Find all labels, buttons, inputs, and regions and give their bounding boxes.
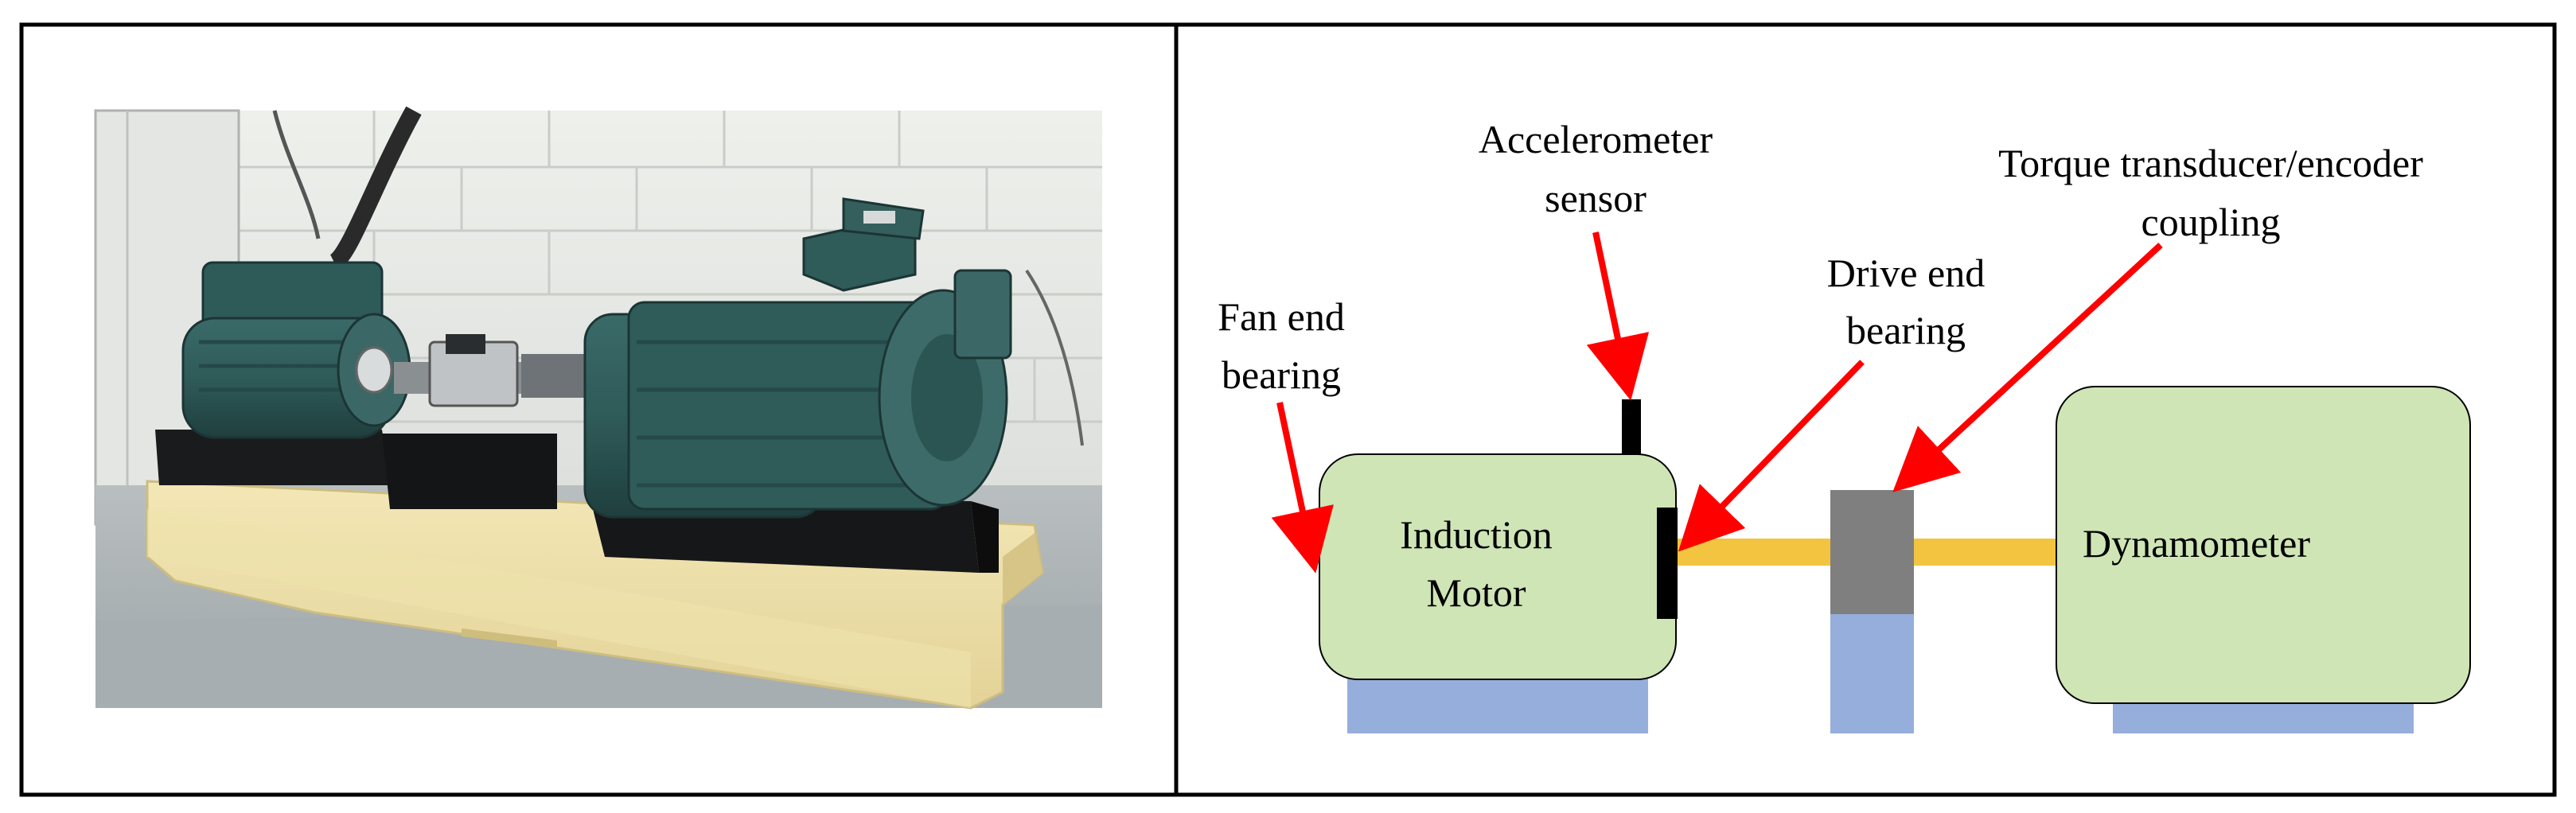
- drive-end-label-line2: bearing: [1846, 308, 1966, 352]
- dyno-shaft: [1914, 539, 2061, 566]
- accelerometer-arrow: [1586, 231, 1650, 401]
- induction-motor-label-line1: Induction: [1400, 512, 1553, 557]
- induction-motor-label-line2: Motor: [1427, 570, 1526, 615]
- drive-end-bearing-plate: [1657, 508, 1678, 619]
- dynamometer-label: Dynamometer: [2083, 521, 2310, 566]
- induction-motor-block: [1319, 453, 1677, 680]
- torque-arrow: [1892, 243, 2163, 492]
- drive-end-arrow: [1678, 360, 1865, 552]
- fan-end-arrow: [1271, 402, 1334, 574]
- fan-end-label-line2: bearing: [1222, 352, 1341, 397]
- fan-end-label-line1: Fan end: [1218, 294, 1345, 339]
- torque-label-line2: coupling: [2141, 200, 2281, 244]
- coupling-base: [1830, 613, 1914, 733]
- test-rig-photo: [94, 106, 1102, 710]
- outer-frame: [19, 22, 2557, 797]
- accelerometer-label-line1: Accelerometer: [1479, 117, 1713, 161]
- dynamometer-base: [2113, 700, 2414, 733]
- motor-base: [1347, 676, 1648, 733]
- schematic-diagram: Induction Motor Dynamometer Fan end bear…: [1218, 117, 2471, 733]
- torque-coupling-block: [1830, 490, 1914, 614]
- accelerometer-sensor: [1622, 399, 1641, 455]
- torque-label-line1: Torque transducer/encoder: [1998, 141, 2423, 185]
- dynamometer-block: [2056, 386, 2471, 704]
- drive-end-label-line1: Drive end: [1827, 251, 1986, 295]
- accelerometer-label-line2: sensor: [1545, 176, 1647, 220]
